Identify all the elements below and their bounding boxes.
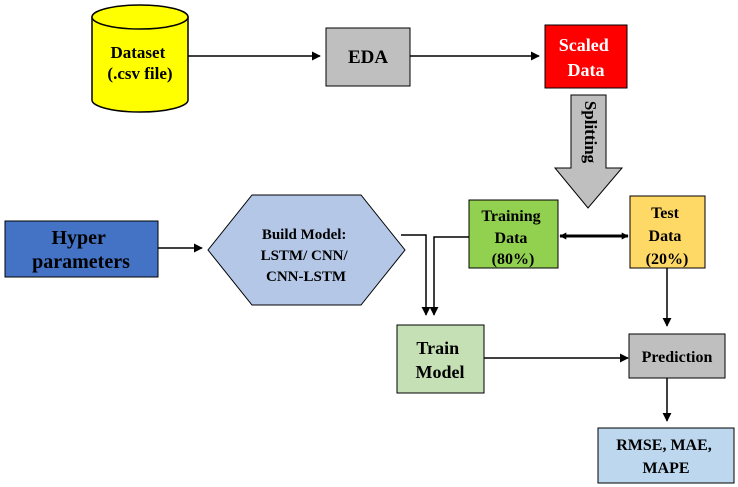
prediction-box [628,333,726,379]
build-model-node: Build Model: LSTM/ CNN/ CNN-LSTM [207,194,406,306]
training-data-label: Training Data (80%) [481,208,544,268]
prediction-label: Prediction [642,349,713,366]
hyperparameters-box [4,220,159,278]
build-model-label: Build Model: LSTM/ CNN/ CNN-LSTM [261,227,352,285]
dataset-node: Dataset (.csv file) [91,4,189,113]
dataset-cylinder-top [91,4,189,30]
metrics-node: RMSE, MAE, MAPE [597,427,735,484]
arrow-build-to-train-model [401,234,431,316]
test-data-node: Test Data (20%) [629,195,706,269]
metrics-box [597,427,735,484]
training-data-node: Training Data (80%) [468,199,559,269]
train-model-node: Train Model [396,324,485,394]
hyperparameters-node: Hyper parameters [4,220,159,278]
arrow-training-to-train-model [429,236,469,316]
train-model-box [396,324,485,394]
test-data-box [629,195,706,269]
eda-label: EDA [348,47,388,68]
scaled-data-box [544,24,628,89]
train-model-label: Train Model [416,338,465,382]
prediction-node: Prediction [628,333,726,379]
splitting-label: Splitting [581,101,600,164]
metrics-label: RMSE, MAE, MAPE [616,437,716,477]
build-model-hexagon [207,194,406,306]
test-data-label: Test Data (20%) [646,205,689,268]
hyperparameters-label: Hyper parameters [32,227,130,273]
scaled-data-node: Scaled Data [544,24,628,89]
training-data-box [468,199,559,269]
splitting-node: Splitting [553,94,624,209]
connectors [158,51,672,422]
dataset-cylinder-shape [91,16,189,113]
dataset-label: Dataset (.csv file) [107,43,172,83]
scaled-data-label: Scaled Data [559,35,614,80]
splitting-down-arrow [553,94,624,209]
eda-box [325,27,411,87]
eda-node: EDA [325,27,411,87]
